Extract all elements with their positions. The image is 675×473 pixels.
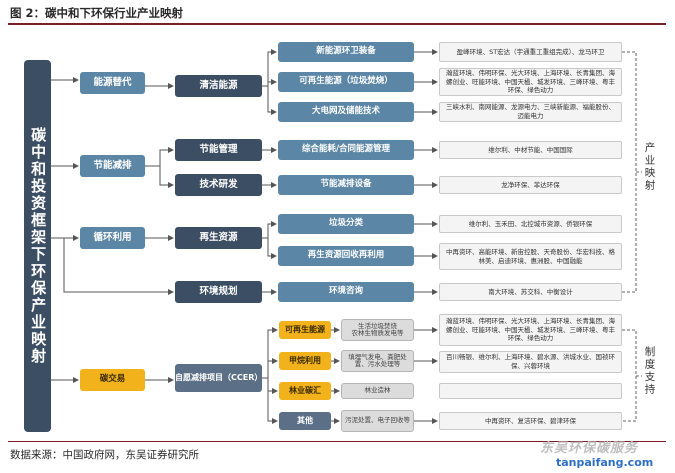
companies-ccer-methane: 百川畅银、维尔利、上海环境、碧水源、洪城水业、国祯环保、兴蓉环境 — [439, 351, 622, 373]
ccer-item-methane: 甲烷利用 — [279, 352, 331, 370]
watermark-text: 东吴环保碳服务 — [540, 441, 639, 456]
node-energy-substitution: 能源替代 — [80, 72, 145, 94]
source-note: 数据来源：中国政府网，东吴证券研究所 — [10, 449, 199, 461]
companies-ccer-renewable: 瀚蓝环境、伟明环保、光大环境、上海环境、长青集团、海螺创业、旺能环境、中国天楹、… — [439, 314, 622, 346]
bottom-rule — [8, 441, 666, 442]
companies-ccer-other: 中再资环、复洁环保、碧津环保 — [439, 412, 622, 430]
node-environment-planning: 环境规划 — [175, 281, 262, 303]
side-label-industry-mapping: 产业映射 — [643, 142, 656, 192]
companies-grid-storage: 三峡水利、南网能源、龙源电力、三峡新能源、福能股份、迈能电力 — [439, 102, 622, 122]
node-renewable-power: 可再生能源（垃圾焚烧） — [278, 72, 414, 92]
ccer-item-forestry: 林业碳汇 — [279, 382, 331, 400]
companies-nev-sanitation: 盈峰环境、ST宏达（宇通重工重组完成）、龙马环卫 — [439, 42, 622, 62]
node-energy-saving: 节能减排 — [80, 155, 145, 177]
companies-resource-recycling: 中再资环、高能环境、新宙控股、天奇股份、华宏科技、格林美、启迪环境、惠洲股、中国… — [439, 243, 622, 270]
figure-title: 图 2：碳中和下环保行业产业映射 — [10, 6, 184, 20]
node-environment-consulting: 环境咨询 — [278, 282, 414, 302]
node-ccer: 自愿减排项目（CCER） — [175, 364, 262, 392]
title-rule — [8, 23, 666, 25]
node-nev-sanitation: 新能源环卫装备 — [278, 42, 414, 62]
node-clean-energy: 清洁能源 — [175, 75, 262, 97]
companies-energy-contracting: 维尔利、中材节能、中国国际 — [439, 141, 622, 159]
companies-renewable-power: 瀚蓝环境、伟明环保、光大环境、上海环境、长青集团、海螺创业、旺能环境、中国天楹、… — [439, 68, 622, 96]
ccer-detail-forestry: 林业造林 — [341, 383, 414, 399]
node-resource-recycling: 再生资源回收再利用 — [278, 246, 414, 266]
node-recycling: 循环利用 — [80, 227, 145, 249]
node-tech-rd: 技术研发 — [175, 174, 262, 196]
companies-waste-sorting: 维尔利、玉禾田、北控城市资源、侨银环保 — [439, 215, 622, 233]
node-reduction-equipment: 节能减排设备 — [278, 175, 414, 195]
node-grid-storage: 大电网及储能技术 — [278, 102, 414, 122]
ccer-detail-renewable: 生活垃圾焚烧 农林生物质发电等 — [341, 319, 414, 341]
node-energy-contracting: 综合能耗/合同能源管理 — [278, 140, 414, 160]
node-waste-sorting: 垃圾分类 — [278, 214, 414, 234]
ccer-item-other: 其他 — [279, 412, 331, 430]
node-energy-management: 节能管理 — [175, 139, 262, 161]
side-label-policy-support: 制度支持 — [643, 346, 656, 396]
watermark-url: tanpaifang.com — [556, 456, 654, 469]
companies-reduction-equipment: 龙净环保、菲达环保 — [439, 176, 622, 194]
root-node: 碳中和投资框架下环保产业映射 — [24, 60, 51, 432]
node-carbon-trading: 碳交易 — [80, 369, 145, 391]
companies-environment-consulting: 南大环境、苏交科、中衡设计 — [439, 283, 622, 301]
ccer-detail-other: 污泥处置、电子回收等 — [341, 410, 414, 432]
ccer-detail-methane: 填埋气发电、粪肥处置、污水处理等 — [341, 350, 414, 372]
ccer-item-renewable: 可再生能源 — [279, 321, 331, 339]
node-renewable-resources: 再生资源 — [175, 227, 262, 249]
companies-ccer-forestry — [439, 383, 622, 399]
